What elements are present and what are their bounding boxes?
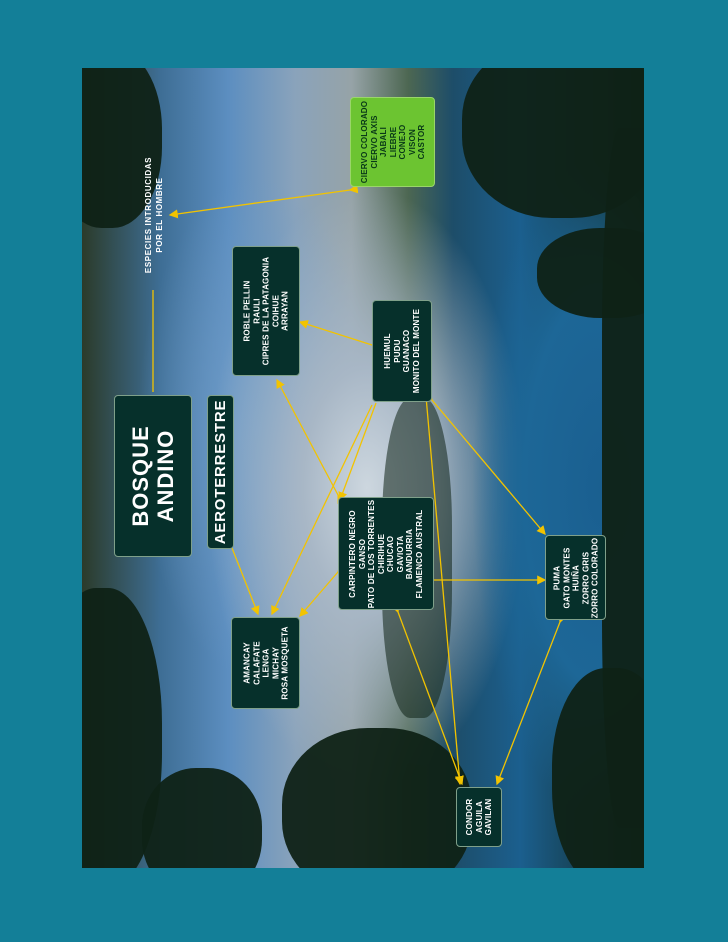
species-item: CIERVO COLORADO [359,100,369,184]
species-item: ZORRO COLORADO [589,537,599,618]
title-node: BOSQUE ANDINO [114,395,192,557]
species-item: GANSO [357,538,367,569]
link-introducidas-label [168,184,359,219]
title-line: BOSQUE [128,425,153,527]
species-item: VISON [406,129,416,155]
introducidas-label: ESPECIES INTRODUCIDAS POR EL HOMBRE [140,140,168,290]
raptors-node: CONDOR AGUILA GAVILAN [456,787,502,847]
species-item: AGUILA [474,801,484,833]
species-item: GAVILAN [483,798,493,836]
species-item: CALAFATE [251,641,261,685]
species-item: CIERVO AXIS [368,115,378,169]
species-item: HUEMUL [383,333,392,369]
species-item: ROBLE PELLIN [242,280,252,342]
title-line: ANDINO [153,429,178,523]
aeroterrestre-label: AEROTERRESTRE [211,399,229,545]
species-item: RAULI [251,298,261,324]
species-item: BANDURRIA [405,528,414,579]
herbivores-node: HUEMUL PUDU GUANACO MONITO DEL MONTE [372,300,432,402]
forest-lake-photo [82,68,644,868]
species-item: CHUCAO [386,535,395,572]
species-item: COIHUE [270,294,280,328]
birds-node: CARPINTERO NEGRO GANSO PATO DE LOS TORRE… [338,497,434,610]
species-item: FLAMENCO AUSTRAL [414,509,424,598]
carnivores-node: PUMA GATO MONTES HUIÑA ZORRO GRIS ZORRO … [545,535,606,620]
aeroterrestre-node: AEROTERRESTRE [207,395,234,549]
link-herbivores-carnivores [423,391,546,535]
species-item: CIPRES DE LA PATAGONIA [261,256,271,366]
species-item: LIEBRE [387,126,397,158]
introduced-species-node: CIERVO COLORADO CIERVO AXIS JABALI LIEBR… [350,97,435,187]
species-item: CONEJO [397,124,407,160]
trees-node: ROBLE PELLIN RAULI CIPRES DE LA PATAGONI… [232,246,300,376]
introducidas-label-line: ESPECIES INTRODUCIDAS [144,156,153,274]
link-birds-raptors [391,603,464,786]
link-herbivores-trees [298,320,381,352]
species-item: MONITO DEL MONTE [411,308,421,394]
tree-silhouette [602,128,644,828]
species-item: PUDU [392,339,402,363]
species-item: PATO DE LOS TORRENTES [367,499,376,608]
tree-silhouette [82,68,162,228]
species-item: CARPINTERO NEGRO [348,509,357,598]
species-item: GUANACO [402,329,411,373]
species-item: CHIRIHUE [376,533,386,574]
species-item: CONDOR [464,798,474,836]
species-item: ROSA MOSQUETA [279,626,289,700]
species-item: JABALI [378,126,388,158]
link-herbivores-shrubs [271,404,373,616]
species-item: LENGA [260,648,270,678]
link-aero-shrubs [231,547,260,616]
species-item: GAVIOTA [395,535,405,572]
species-item: GATO MONTES [561,546,571,609]
link-birds-trees [276,378,346,505]
species-item: ARRAYAN [280,291,290,331]
shrubs-node: AMANCAY CALAFATE LENGA MICHAY ROSA MOSQU… [231,617,300,709]
tree-silhouette [142,768,262,868]
introducidas-label-line: POR EL HOMBRE [155,177,164,253]
species-item: AMANCAY [241,642,251,684]
species-item: MICHAY [270,646,280,680]
species-item: ZORRO GRIS [580,551,590,604]
link-birds-shrubs [299,563,347,617]
link-herbivores-birds [338,402,377,502]
species-item: HUIÑA [570,564,580,591]
link-carnivores-raptors [495,613,568,786]
species-item: PUMA [551,565,561,590]
species-item: CASTOR [416,124,426,160]
